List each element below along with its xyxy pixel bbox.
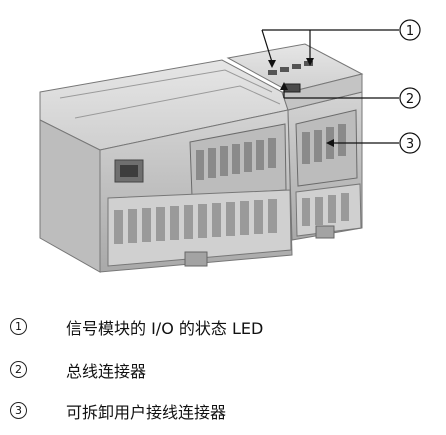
cpu-module bbox=[39, 59, 293, 273]
legend-text: 信号模块的 I/O 的状态 LED bbox=[66, 319, 264, 338]
callout-number: 2 bbox=[406, 92, 414, 107]
callout-1: 1 bbox=[399, 19, 421, 41]
callout-circle bbox=[399, 132, 421, 154]
legend-text: 总线连接器 bbox=[66, 362, 147, 381]
legend-number: 1 bbox=[10, 318, 27, 335]
legend-row-3: 3 可拆卸用户接线连接器 bbox=[0, 398, 446, 426]
callout-circle bbox=[399, 19, 421, 41]
legend-number: 3 bbox=[10, 402, 27, 419]
callout-arrowhead bbox=[326, 139, 334, 147]
io-status-leds bbox=[268, 61, 313, 75]
din-rail-clip bbox=[184, 251, 208, 267]
signal-module bbox=[226, 43, 364, 241]
callout-number: 3 bbox=[406, 137, 414, 152]
cpu-top-ridge bbox=[59, 69, 273, 99]
legend-text: 可拆卸用户接线连接器 bbox=[66, 403, 227, 422]
callout-arrowhead bbox=[280, 82, 288, 90]
removable-wiring-connector bbox=[295, 109, 358, 187]
sm-lower-terminal-block bbox=[295, 183, 362, 237]
callout-2: 2 bbox=[399, 87, 421, 109]
callout-circle bbox=[399, 87, 421, 109]
cpu-upper-terminal-block bbox=[189, 123, 287, 197]
cpu-lower-terminal-block bbox=[107, 189, 292, 267]
callout-arrowhead bbox=[268, 60, 276, 68]
legend-row-2: 2 总线连接器 bbox=[0, 357, 446, 385]
legend-number: 2 bbox=[10, 361, 27, 378]
callout-line-1-drop-a bbox=[261, 29, 273, 63]
sm-din-rail-clip bbox=[315, 225, 335, 239]
plc-module-diagram: 1 2 3 bbox=[39, 19, 421, 273]
callout-lines bbox=[261, 29, 399, 147]
callout-3: 3 bbox=[399, 132, 421, 154]
cpu-top-ridge bbox=[74, 85, 281, 119]
callout-arrowhead bbox=[306, 58, 314, 66]
ethernet-port-slot bbox=[120, 165, 138, 177]
legend-row-1: 1 信号模块的 I/O 的状态 LED bbox=[0, 314, 446, 342]
callout-number: 1 bbox=[406, 24, 414, 39]
